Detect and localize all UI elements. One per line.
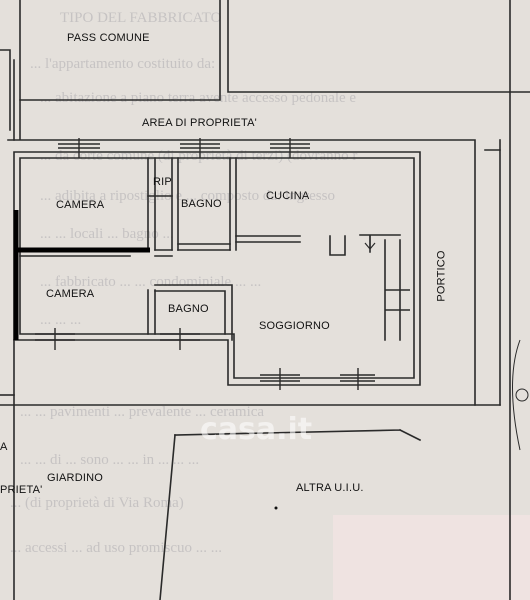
label-left-a: A xyxy=(0,441,8,453)
window-camera-2 xyxy=(35,328,75,350)
label-left-prieta: PRIETA' xyxy=(0,484,43,496)
partition-rip-bagno xyxy=(171,157,179,251)
windows xyxy=(35,138,410,390)
window-soggiorno-1 xyxy=(260,368,300,390)
window-camera xyxy=(58,138,100,158)
right-building-wall xyxy=(484,0,511,600)
bg-text-line: ... abitazione a piano terra avente acce… xyxy=(40,90,357,106)
small-dot xyxy=(274,506,278,510)
window-bagno xyxy=(180,138,220,158)
bg-text-line: TIPO DEL FABBRICATO xyxy=(60,10,222,26)
partition-camera-rip xyxy=(147,157,156,251)
label-pass-comune: PASS COMUNE xyxy=(67,32,150,44)
bg-text-line: ... (di proprietà di Via Roma) xyxy=(10,495,184,511)
house-inner-walls xyxy=(19,157,415,379)
label-camera-2: CAMERA xyxy=(46,288,95,300)
area-proprieta-outline xyxy=(7,99,476,406)
bagno-bottom-wall xyxy=(177,243,231,251)
bg-text-line: ... l'appartamento costituito da: xyxy=(30,56,216,72)
label-portico: PORTICO xyxy=(435,250,448,302)
corridor-wall xyxy=(154,249,173,257)
pass-comune-walls xyxy=(19,0,221,101)
house-outer-walls xyxy=(13,151,421,386)
label-area-proprieta: AREA DI PROPRIETA' xyxy=(142,117,257,129)
bg-text-line: ... ... locali ... bagno ... xyxy=(40,226,174,242)
label-bagno: BAGNO xyxy=(181,198,222,210)
highlight-walls xyxy=(13,210,150,340)
window-bagno-2 xyxy=(160,328,200,350)
cucina-column xyxy=(329,235,346,256)
window-soggiorno-2 xyxy=(340,368,375,390)
bg-text-line: ... ... di ... sono ... ... in ... ... .… xyxy=(20,452,200,468)
window-portico xyxy=(385,289,410,311)
altra-uiu-top-boundary xyxy=(174,428,422,442)
arrow-down-icon xyxy=(364,236,376,250)
bagno2-walls xyxy=(154,284,233,341)
bg-text-line: ... adibita a ripostiglio e ... composto… xyxy=(40,188,335,204)
pink-block xyxy=(333,515,530,600)
stair-circle xyxy=(515,388,529,402)
pass-comune-right-wall xyxy=(227,0,530,93)
bg-text-line: ... ... ... xyxy=(40,312,82,328)
bg-text-line: ... ... pavimenti ... prevalente ... cer… xyxy=(20,404,265,420)
watermark: casa.it xyxy=(200,412,313,447)
label-camera: CAMERA xyxy=(56,199,105,211)
label-altra-uiu: ALTRA U.I.U. xyxy=(296,482,364,494)
label-soggiorno: SOGGIORNO xyxy=(259,320,330,332)
stair-curve xyxy=(512,339,521,451)
label-rip: RIP xyxy=(153,176,172,188)
altra-uiu-left-boundary xyxy=(159,434,176,600)
label-giardino: GIARDINO xyxy=(47,472,103,484)
partition-bagno2-left xyxy=(147,289,156,335)
left-margin-lines xyxy=(0,49,15,141)
window-cucina xyxy=(270,138,310,158)
label-cucina: CUCINA xyxy=(266,190,310,202)
bg-text-line: ... fabbricato ... ... condominiale ... … xyxy=(40,274,262,290)
cucina-bottom-wall xyxy=(235,235,301,243)
bg-text-line: ... accessi ... ad uso promiscuo ... ... xyxy=(10,540,223,556)
right-stair xyxy=(512,339,529,451)
partition-bagno-cucina xyxy=(229,157,237,251)
entrance-arrow xyxy=(364,236,376,250)
label-bagno-2: BAGNO xyxy=(168,303,209,315)
